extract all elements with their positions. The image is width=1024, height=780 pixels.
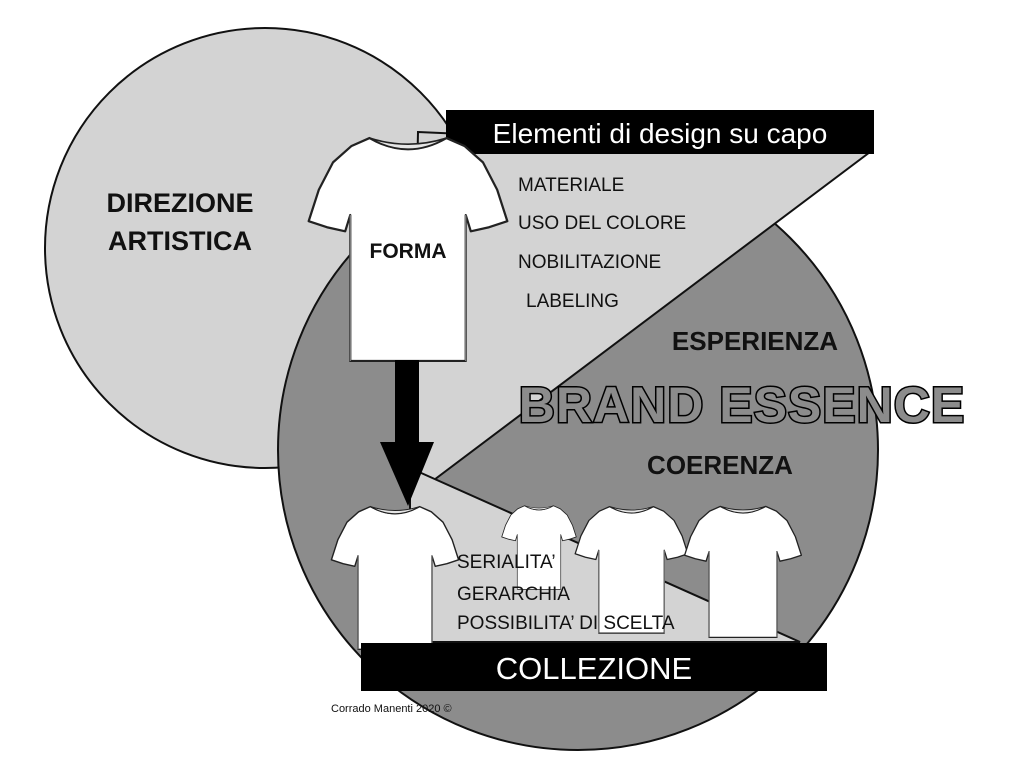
- top-banner: [446, 110, 874, 154]
- down-arrow-icon: [380, 360, 434, 506]
- label-brand-essence: BRAND ESSENCE: [519, 377, 965, 433]
- collection-element-item: POSSIBILITA’ DI SCELTA: [457, 613, 675, 634]
- bottom-banner-label: COLLEZIONE: [496, 651, 692, 686]
- circle-left-label-line1: DIREZIONE: [106, 188, 253, 218]
- top-banner-label: Elementi di design su capo: [493, 118, 828, 149]
- shirt-forma-label: FORMA: [370, 240, 447, 263]
- design-element-item: NOBILITAZIONE: [518, 252, 661, 273]
- design-element-item: MATERIALE: [518, 175, 624, 196]
- credit-text: Corrado Manenti 2020 ©: [331, 703, 452, 715]
- design-element-item: LABELING: [526, 291, 619, 312]
- design-element-item: USO DEL COLORE: [518, 213, 686, 234]
- collection-element-item: GERARCHIA: [457, 584, 570, 605]
- collection-element-item: SERIALITA’: [457, 552, 556, 573]
- label-coerenza: COERENZA: [647, 450, 793, 480]
- circle-left-label-line2: ARTISTICA: [108, 226, 252, 256]
- bottom-banner: [361, 643, 827, 691]
- label-esperienza: ESPERIENZA: [672, 326, 838, 356]
